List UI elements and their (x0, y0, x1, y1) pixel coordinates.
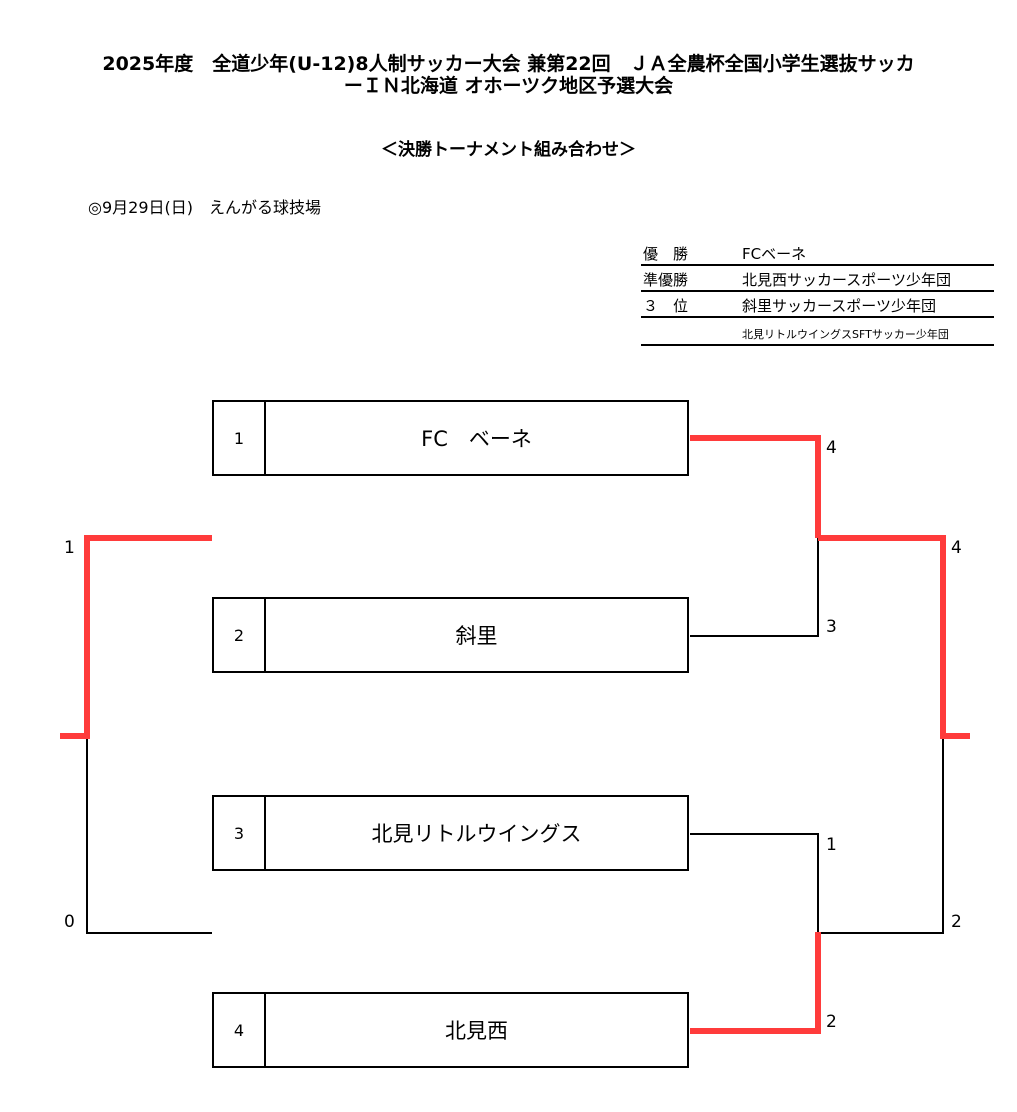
results-table: 優 勝 FCベーネ 準優勝 北見西サッカースポーツ少年団 ３ 位 斜里サッカース… (641, 240, 994, 346)
final-loser-line (818, 736, 944, 934)
third-place-winner-line (60, 535, 212, 739)
title-line-1: 2025年度 全道少年(U-12)8人制サッカー大会 兼第22回 ＪＡ全農杯全国… (102, 53, 915, 75)
semi2-winner-line (690, 932, 821, 1034)
date-venue: ◎9月29日(日) えんがる球技場 (88, 198, 321, 217)
team-box-3: 3 北見リトルウイングス (212, 795, 689, 871)
seed-number: 2 (214, 599, 266, 671)
score-semi1-team1: 4 (826, 438, 837, 458)
semi1-winner-line (690, 435, 821, 538)
seed-number: 3 (214, 797, 266, 869)
subtitle: ＜決勝トーナメント組み合わせ＞ (381, 140, 636, 160)
team-name: 北見リトルウイングス (371, 822, 582, 846)
score-semi2-team4: 2 (826, 1012, 837, 1032)
final-winner-line (818, 535, 970, 739)
team-box-2: 2 斜里 (212, 597, 689, 673)
team-name: 北見西 (445, 1019, 508, 1043)
result-row-runner-up: 準優勝 北見西サッカースポーツ少年団 (641, 266, 994, 292)
third-place-loser-line (86, 736, 212, 934)
score-final-bottom: 2 (951, 912, 962, 932)
semi1-loser-line (690, 538, 819, 637)
team-box-1: 1 FC ベーネ (212, 400, 689, 476)
score-semi1-team2: 3 (826, 617, 837, 637)
result-team: 斜里サッカースポーツ少年団 (742, 297, 936, 315)
team-box-4: 4 北見西 (212, 992, 689, 1068)
seed-number: 4 (214, 994, 266, 1066)
result-team: 北見西サッカースポーツ少年団 (742, 271, 951, 289)
title-line-2: ーＩＮ北海道 オホーツク地区予選大会 (343, 75, 674, 97)
score-third-bottom: 0 (64, 912, 75, 932)
score-final-top: 4 (951, 538, 962, 558)
result-row-third: ３ 位 斜里サッカースポーツ少年団 (641, 292, 994, 318)
seed-number: 1 (214, 402, 266, 474)
score-semi2-team3: 1 (826, 835, 837, 855)
semi2-loser-line (690, 833, 819, 932)
result-team: FCベーネ (742, 245, 807, 263)
result-label: 優 勝 (643, 245, 689, 263)
team-name: FC ベーネ (421, 427, 532, 451)
score-third-top: 1 (64, 538, 75, 558)
result-row-champion: 優 勝 FCベーネ (641, 240, 994, 266)
result-row-third-2: 北見リトルウイングスSFTサッカー少年団 (641, 318, 994, 346)
result-label: 準優勝 (643, 271, 689, 289)
result-team: 北見リトルウイングスSFTサッカー少年団 (742, 328, 949, 341)
team-name: 斜里 (455, 624, 498, 648)
result-label: ３ 位 (643, 297, 689, 315)
